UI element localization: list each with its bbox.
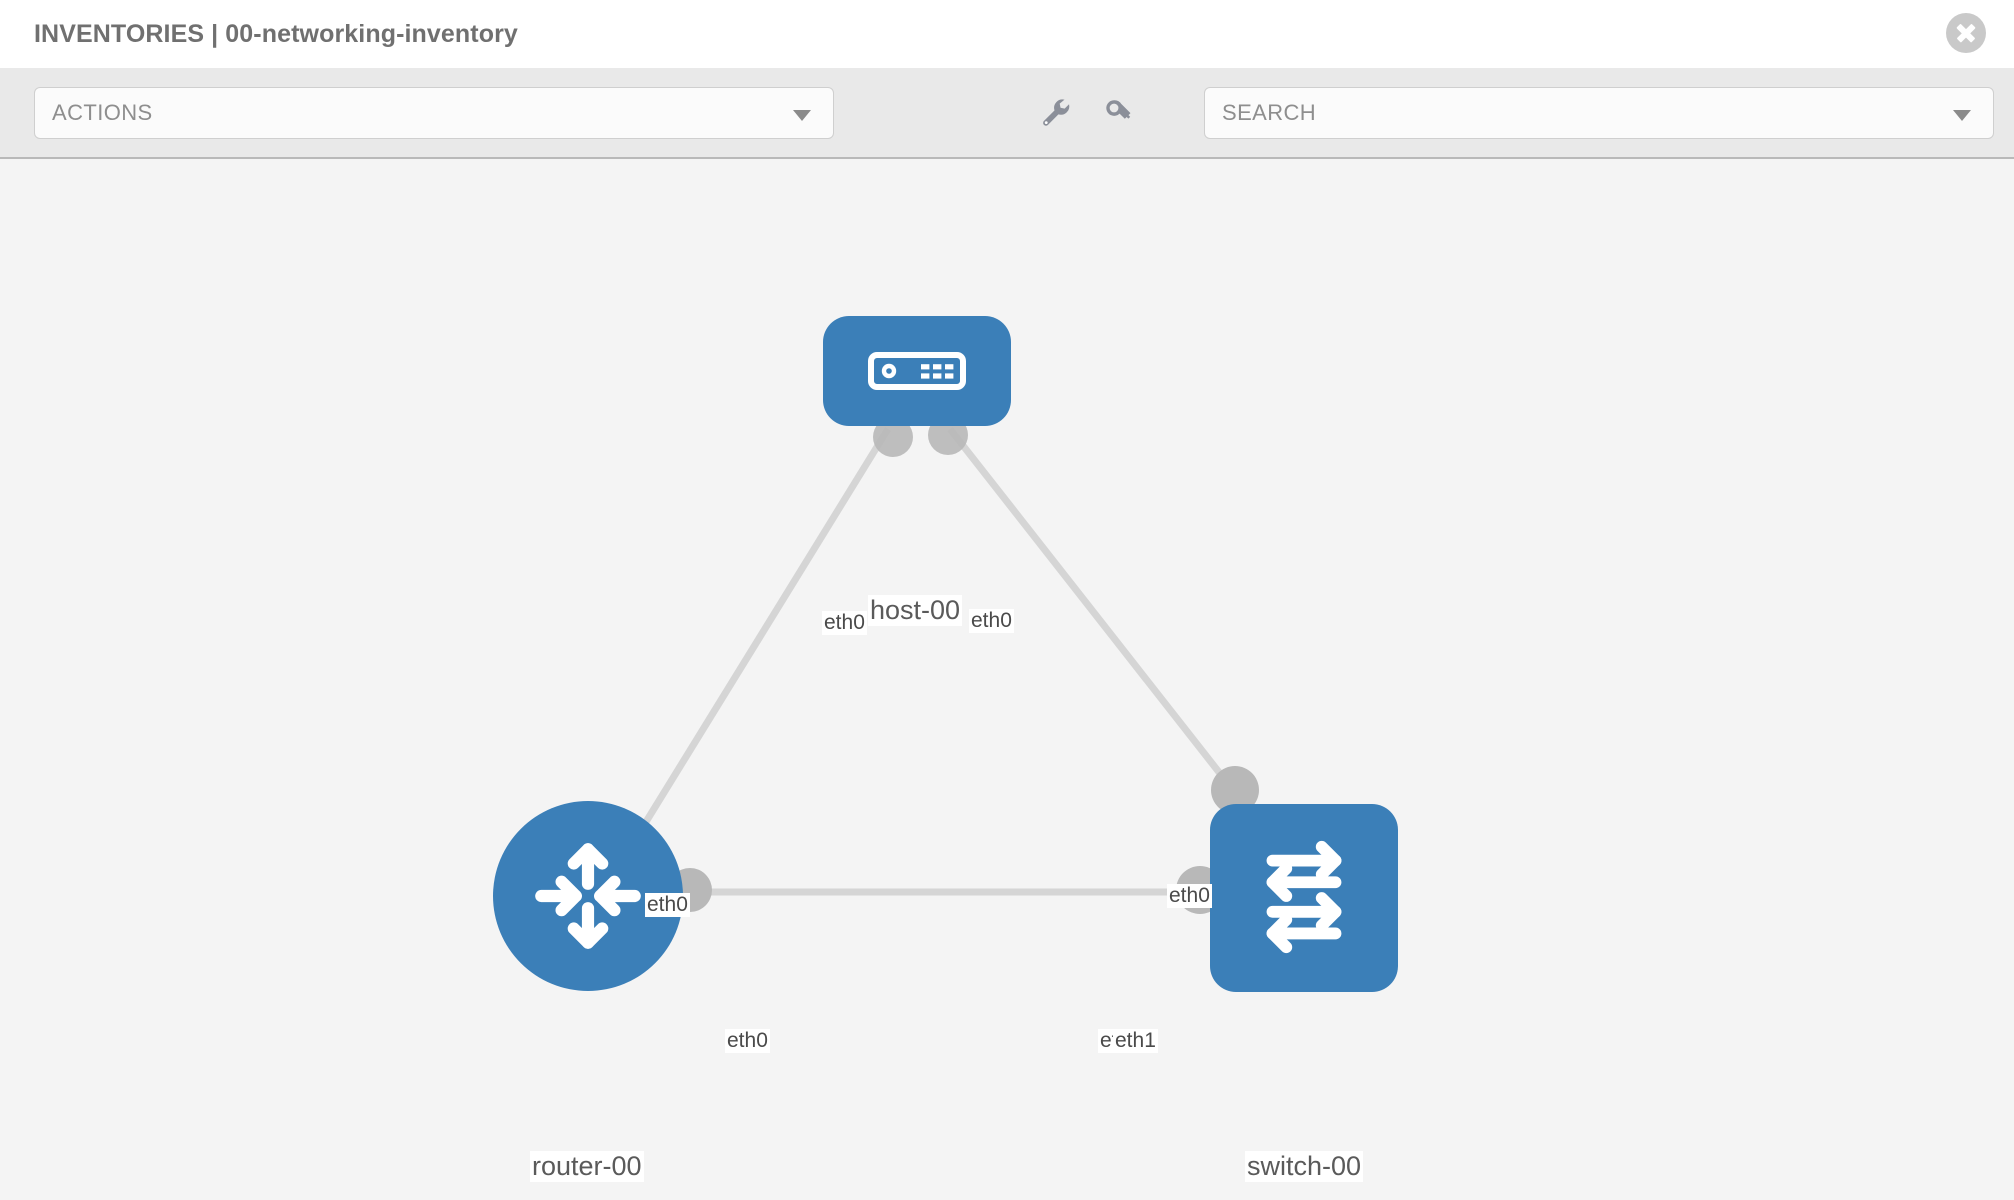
- chevron-down-icon: [1953, 109, 1971, 121]
- node-label-host-00: host-00: [868, 595, 963, 627]
- port-label-switch-uplink: eth0: [1167, 884, 1212, 909]
- port-label-router-uplink: eth0: [645, 893, 690, 918]
- search-input-value: SEARCH: [1222, 99, 1317, 125]
- topology-node-switch-00[interactable]: [1210, 804, 1398, 992]
- port-connector-host-left[interactable]: [873, 417, 913, 457]
- actions-dropdown[interactable]: ACTIONS: [34, 86, 834, 139]
- chevron-down-icon: [793, 109, 811, 121]
- port-label-host-right: eth0: [969, 609, 1014, 634]
- toolbar: ACTIONS SEARCH: [0, 68, 2014, 159]
- topology-node-router-00[interactable]: [493, 801, 683, 991]
- page-title: INVENTORIES | 00-networking-inventory: [34, 19, 518, 48]
- topology-node-host-00[interactable]: [823, 316, 1011, 426]
- key-icon[interactable]: [1102, 96, 1136, 130]
- link-host-router[interactable]: [617, 427, 891, 866]
- toolbar-icon-group: [1040, 96, 1136, 130]
- server-icon: [868, 352, 966, 390]
- search-wrap: SEARCH: [1180, 86, 1994, 139]
- page-header: INVENTORIES | 00-networking-inventory: [0, 0, 2014, 68]
- actions-dropdown-label: ACTIONS: [52, 99, 153, 125]
- node-label-switch-00: switch-00: [1245, 1151, 1364, 1183]
- port-label-router-east: eth0: [725, 1029, 770, 1054]
- close-icon[interactable]: [1946, 13, 1986, 53]
- link-host-switch[interactable]: [947, 426, 1243, 802]
- port-label-switch-west-b: eth1: [1113, 1029, 1158, 1054]
- search-input[interactable]: SEARCH: [1204, 86, 1994, 139]
- node-label-router-00: router-00: [530, 1151, 644, 1183]
- topology-canvas[interactable]: host-00 router-00 switch-00 eth0 eth0 et…: [0, 159, 2014, 1200]
- switch-icon: [1266, 840, 1342, 954]
- port-connector-switch-up[interactable]: [1211, 766, 1259, 814]
- port-label-host-left: eth0: [822, 611, 867, 636]
- router-icon: [535, 843, 641, 949]
- topology-links-layer: [617, 415, 1259, 914]
- wrench-icon[interactable]: [1040, 96, 1074, 130]
